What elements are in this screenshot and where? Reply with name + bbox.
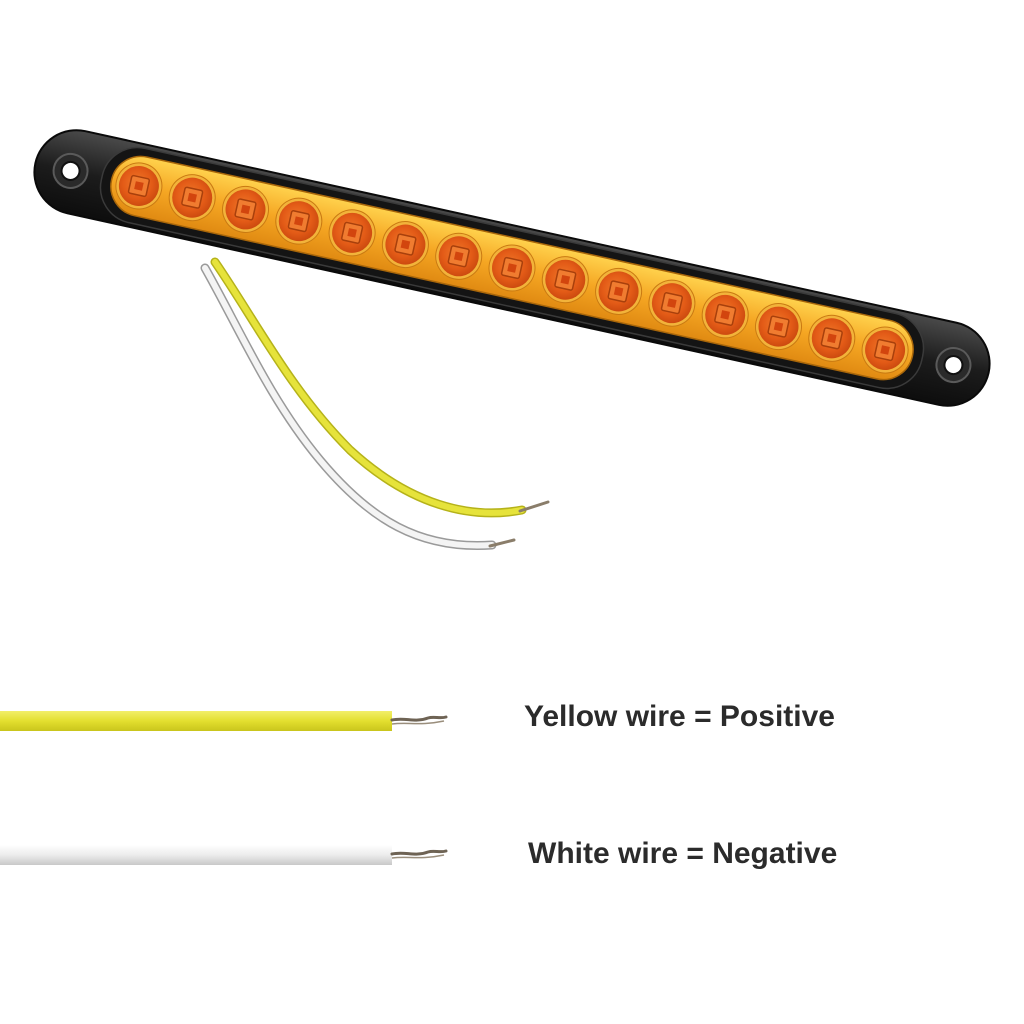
led [488,244,536,292]
legend-negative-wire [0,845,448,865]
legend-negative-wire-tip [390,849,448,856]
light-bar [33,129,991,407]
mounting-hole-right [935,347,972,384]
led [435,232,483,280]
led [222,185,270,233]
positive-wire-label: Yellow wire = Positive [524,700,835,733]
led [861,326,909,374]
led [381,221,429,269]
led [701,291,749,339]
legend-positive-wire-tip [390,715,448,722]
led [595,267,643,315]
led [648,279,696,327]
led [328,209,376,257]
product-yellow-wire-tip [518,500,550,513]
led [808,314,856,362]
led [754,303,802,351]
negative-wire-label: White wire = Negative [528,837,838,870]
mounting-hole-left [52,152,89,189]
led [541,256,589,304]
led [275,197,323,245]
led-group [115,162,909,374]
product-wires [200,257,550,551]
led [115,162,163,210]
led [168,174,216,222]
legend-positive-wire [0,711,448,731]
product-white-wire-tip [488,538,516,548]
